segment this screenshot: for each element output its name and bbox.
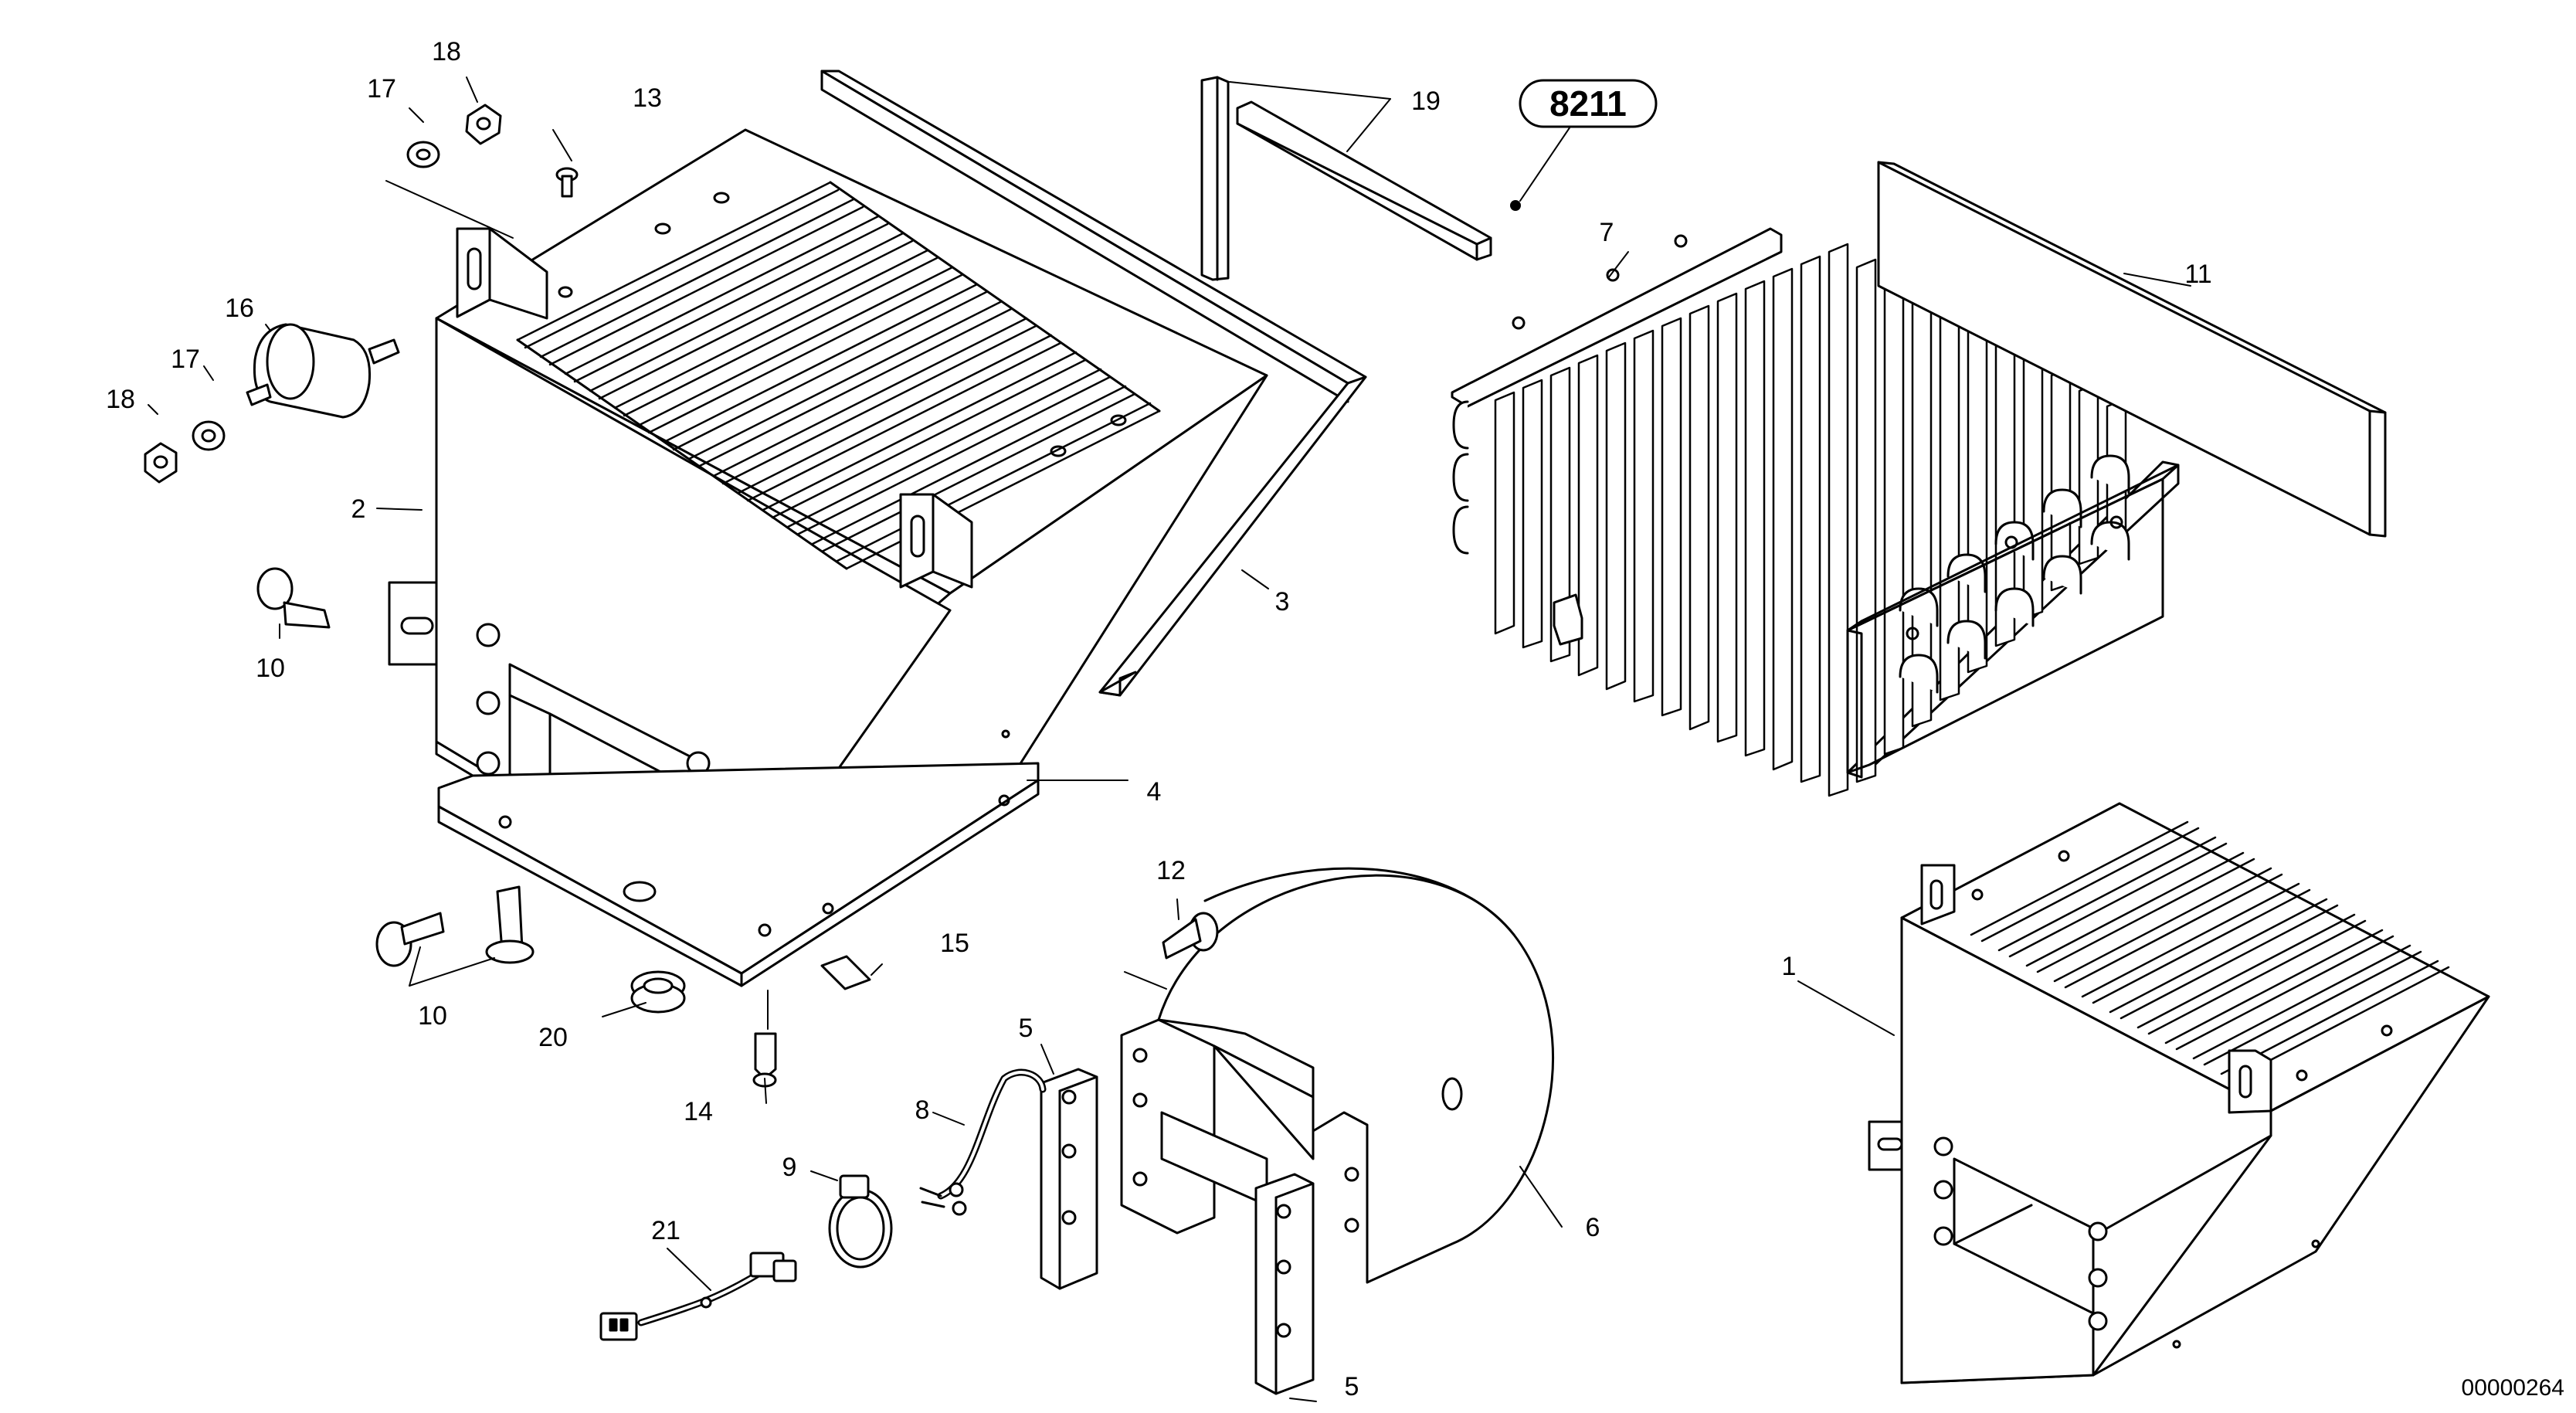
part-10-spacer xyxy=(485,885,535,964)
part-18-nut-a xyxy=(465,104,502,145)
callout-10a: 10 xyxy=(256,654,285,683)
callout-21: 21 xyxy=(651,1216,680,1245)
callout-2: 2 xyxy=(351,494,366,524)
callout-11: 11 xyxy=(2184,260,2211,289)
part-4-base-plate xyxy=(437,762,1040,987)
drawing-number: 00000264 xyxy=(2462,1375,2564,1401)
callout-6: 6 xyxy=(1586,1213,1600,1242)
part-9-hose-clamp xyxy=(828,1174,893,1269)
callout-7: 7 xyxy=(1600,218,1614,247)
callout-13: 13 xyxy=(633,83,662,113)
callout-14: 14 xyxy=(684,1097,713,1126)
callout-1: 1 xyxy=(1782,952,1797,981)
callout-17a: 17 xyxy=(367,74,396,104)
part-6-fan-housing xyxy=(1120,867,1554,1284)
callout-3: 3 xyxy=(1275,587,1290,616)
part-8-cable xyxy=(919,1068,1047,1216)
callout-9: 9 xyxy=(782,1153,797,1182)
callout-10b: 10 xyxy=(418,1001,447,1031)
group-badge: 8211 xyxy=(1519,79,1658,128)
part-1-assembly xyxy=(1868,802,2490,1384)
part-20-grommet xyxy=(630,970,686,1014)
callout-labels: 1 2 3 4 5 5 6 7 8 9 10 10 11 12 13 14 15… xyxy=(106,37,2212,1401)
leader-lines xyxy=(148,76,2191,1402)
part-19-seal-strips xyxy=(1200,76,1492,281)
part-5-strips xyxy=(1040,1068,1315,1395)
callout-15: 15 xyxy=(940,929,969,958)
callout-18a: 18 xyxy=(432,37,461,66)
callout-12: 12 xyxy=(1156,856,1186,885)
part-10-bolt-a xyxy=(256,567,331,629)
part-17-washer-b xyxy=(192,420,226,451)
part-7-heat-exchanger xyxy=(1451,227,2180,797)
callout-5a: 5 xyxy=(1019,1014,1033,1043)
part-21-wiring-harness xyxy=(599,1252,797,1341)
part-11-filter-panel xyxy=(1877,161,2387,538)
part-16-rubber-mount xyxy=(246,323,400,419)
callout-19: 19 xyxy=(1411,87,1441,116)
group-number: 8211 xyxy=(1549,83,1627,124)
part-17-washer-a xyxy=(406,141,440,168)
callout-17b: 17 xyxy=(171,345,200,374)
part-10-bolt-b xyxy=(375,912,445,967)
callout-4: 4 xyxy=(1147,777,1162,807)
part-2-housing xyxy=(388,128,1268,932)
callout-5b: 5 xyxy=(1345,1372,1359,1401)
callout-8: 8 xyxy=(915,1095,930,1125)
part-15-clip xyxy=(820,955,871,990)
callout-20: 20 xyxy=(538,1023,568,1052)
part-3-rear-plate xyxy=(820,70,1367,697)
callout-18b: 18 xyxy=(106,385,135,414)
part-18-nut-b xyxy=(144,442,178,484)
part-13-screw xyxy=(555,167,579,198)
part-12-bolt xyxy=(1162,912,1219,960)
callout-16: 16 xyxy=(225,294,254,323)
